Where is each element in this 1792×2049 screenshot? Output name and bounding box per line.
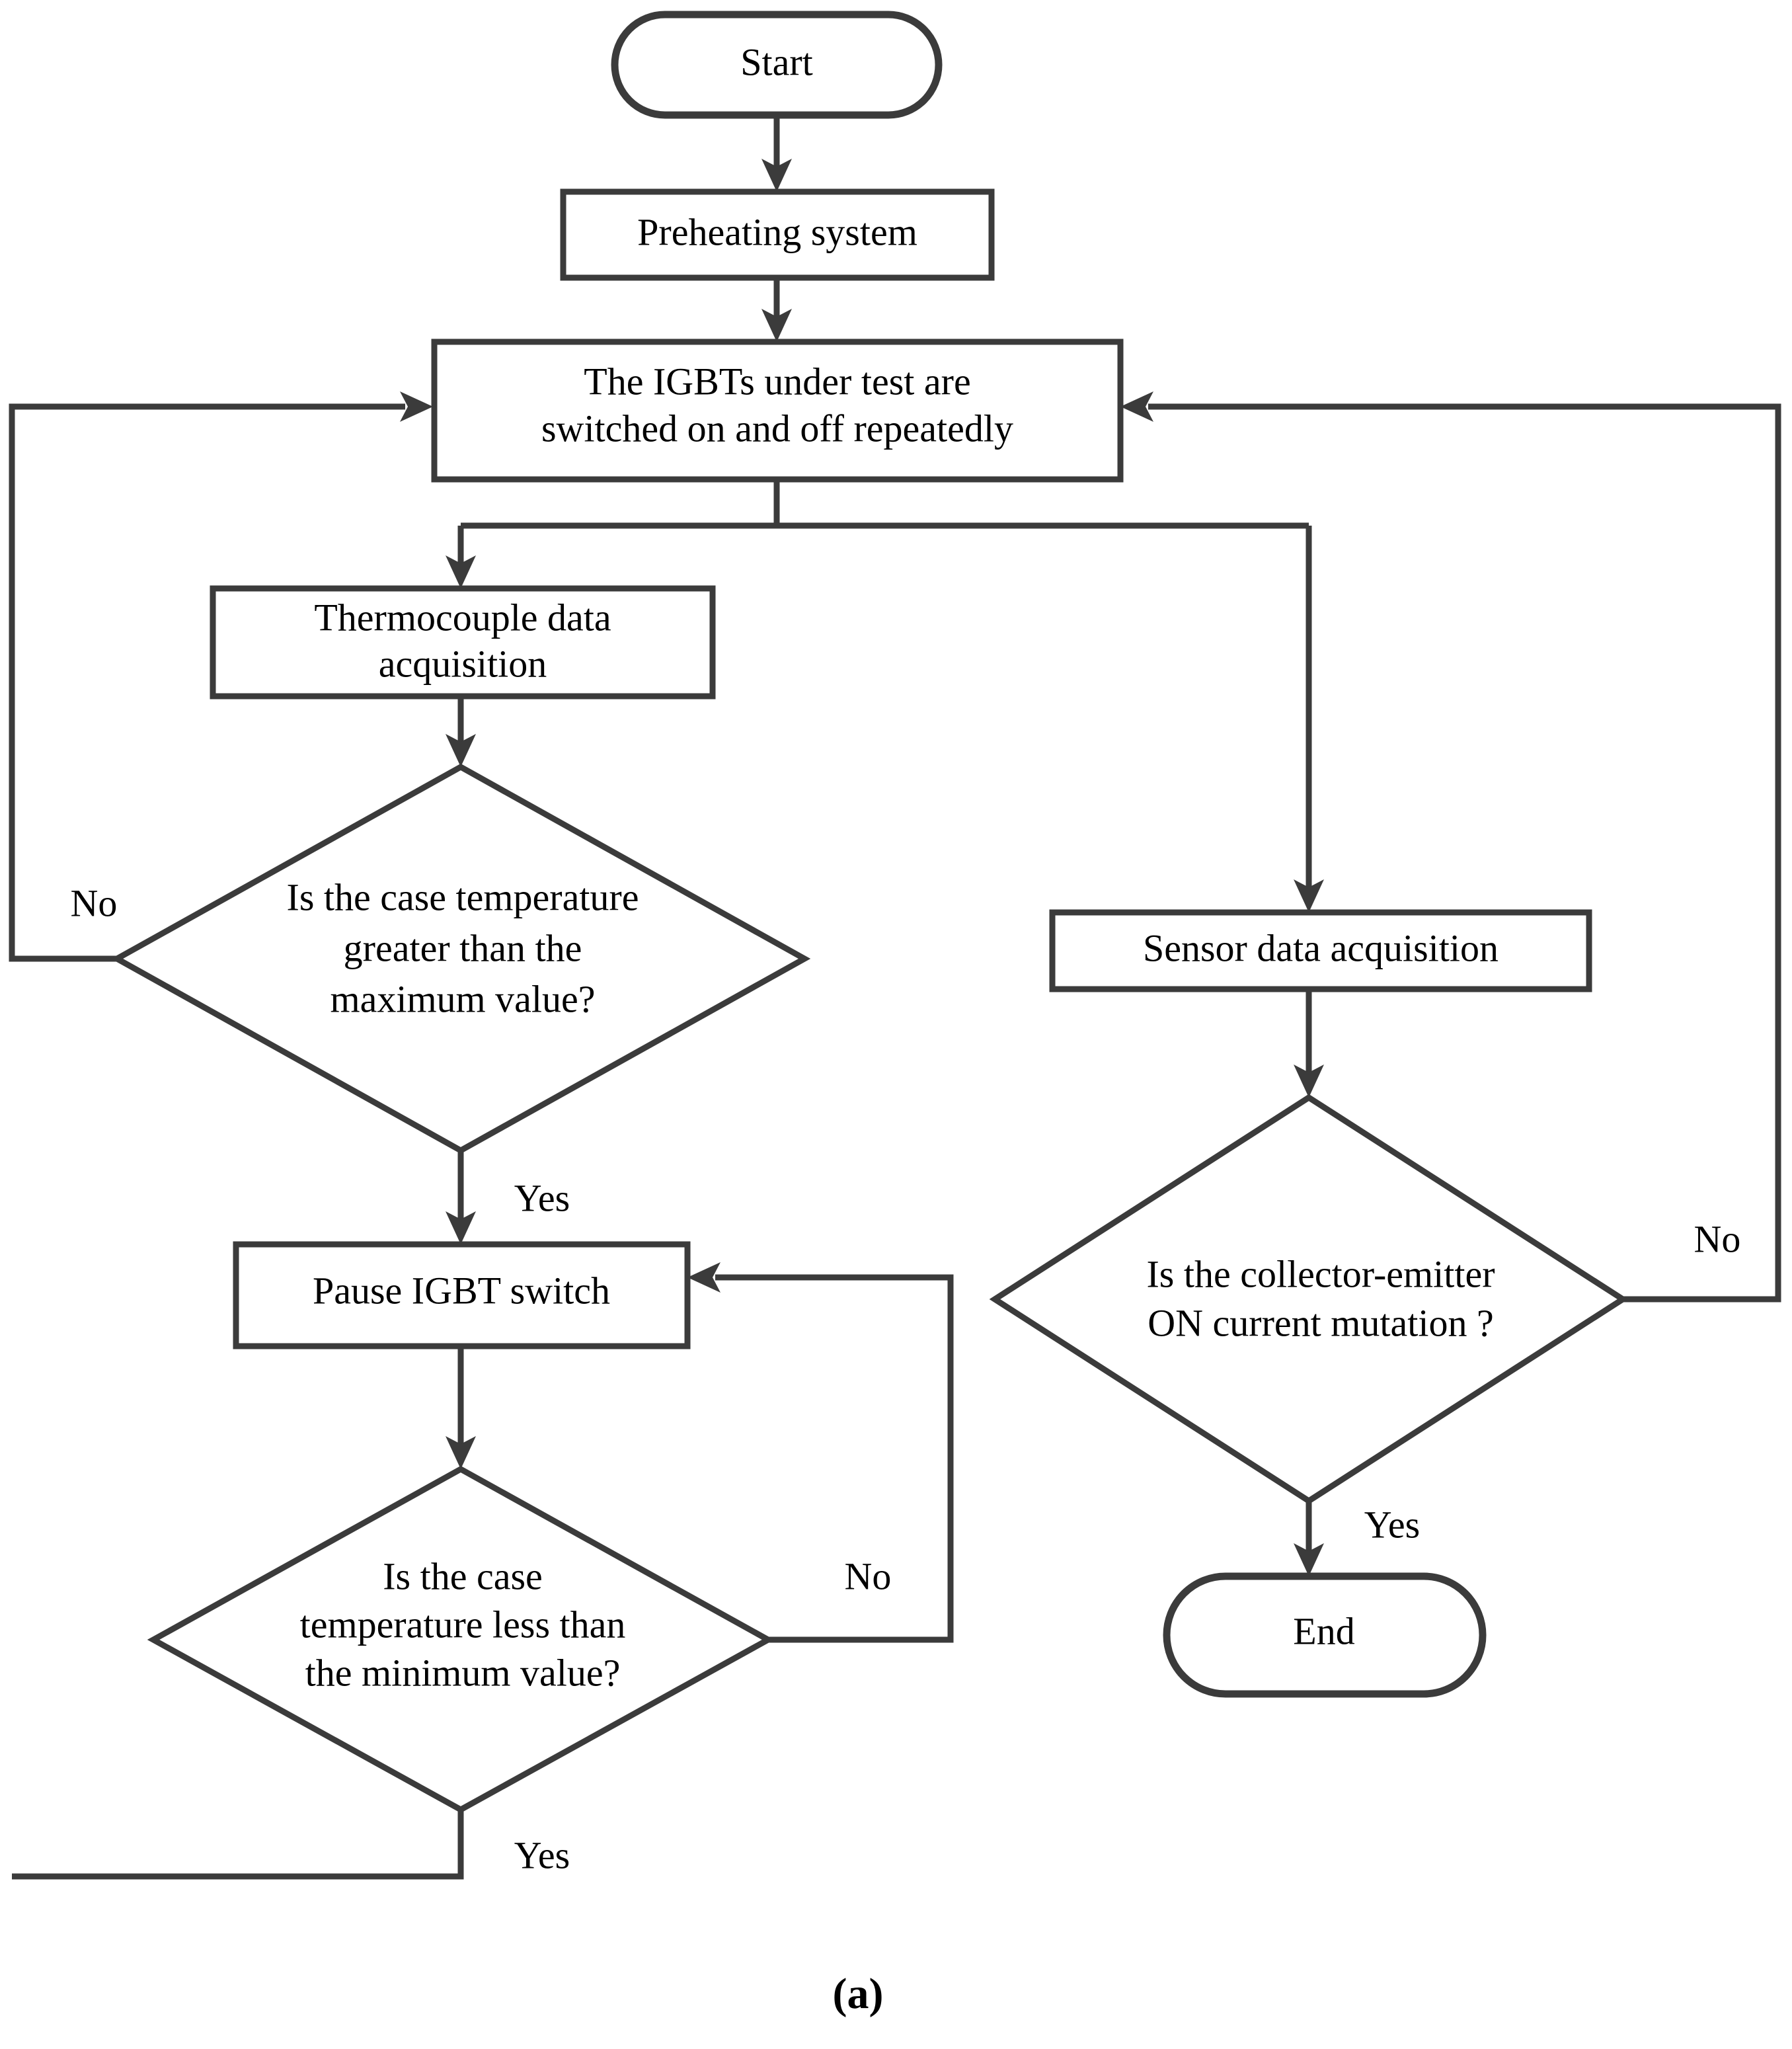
node-case-temp-max-shape — [110, 763, 811, 1154]
node-case-temp-min-label-line3: the minimum value? — [305, 1651, 621, 1694]
edge-preheating-to-igbt — [761, 278, 792, 342]
edge-case-temp-min-no-to-pause — [687, 1262, 954, 1643]
edge-igbt-split-bus — [461, 480, 1309, 529]
edge-start-to-preheating — [761, 116, 792, 192]
node-igbt-switching-label-line1: The IGBTs under test are — [584, 360, 970, 403]
edge-collector-emitter-no-to-igbt — [1120, 391, 1781, 1303]
node-sensor-label: Sensor data acquisition — [1143, 926, 1499, 969]
edge-label-case-temp-max-no: No — [71, 881, 118, 924]
node-collector-emitter-label-line1: Is the collector-emitter — [1146, 1252, 1495, 1295]
edge-sensor-to-collector-emitter — [1294, 989, 1324, 1098]
node-case-temp-max-label-line3: maximum value? — [330, 977, 595, 1020]
node-thermocouple-shape — [210, 585, 716, 700]
node-sensor-shape — [1049, 909, 1592, 992]
edge-split-to-sensor — [1294, 526, 1324, 912]
edge-label-collector-emitter-no: No — [1694, 1217, 1741, 1260]
node-end-label: End — [1293, 1609, 1354, 1652]
node-preheating-label: Preheating system — [637, 210, 917, 253]
edge-label-case-temp-min-yes: Yes — [514, 1833, 570, 1876]
edge-case-temp-max-yes-to-pause — [446, 1150, 476, 1244]
edge-label-collector-emitter-yes: Yes — [1364, 1503, 1420, 1546]
node-pause-igbt-shape — [233, 1241, 691, 1349]
node-case-temp-min-label-line1: Is the case — [383, 1554, 543, 1597]
edge-label-case-temp-max-yes: Yes — [514, 1176, 570, 1219]
edge-label-case-temp-min-no: No — [845, 1554, 892, 1597]
edge-collector-emitter-yes-to-end — [1294, 1501, 1324, 1576]
figure-caption: (a) — [833, 1970, 884, 2018]
node-start-label: Start — [740, 40, 813, 83]
edge-split-to-thermocouple — [446, 526, 476, 588]
node-case-temp-max-label-line2: greater than the — [344, 926, 582, 969]
node-pause-igbt-label: Pause IGBT switch — [313, 1269, 610, 1312]
node-end-shape — [1163, 1572, 1487, 1698]
node-preheating-shape — [560, 188, 995, 281]
node-thermocouple-label-line1: Thermocouple data — [314, 596, 611, 639]
node-collector-emitter-label-line2: ON current mutation ? — [1148, 1301, 1493, 1344]
node-thermocouple-label-line2: acquisition — [379, 642, 547, 685]
node-igbt-switching-shape — [431, 339, 1124, 483]
node-case-temp-min-label-line2: temperature less than — [300, 1603, 626, 1646]
node-igbt-switching-label-line2: switched on and off repeatedly — [541, 407, 1013, 450]
node-start-shape — [611, 11, 943, 119]
edge-pause-to-case-temp-min — [446, 1346, 476, 1469]
edge-case-temp-min-yes-to-igbt — [12, 1810, 464, 1880]
edge-thermocouple-to-case-temp-max — [446, 697, 476, 767]
edge-case-temp-max-no-to-igbt — [9, 391, 433, 962]
node-collector-emitter-shape — [989, 1094, 1629, 1505]
node-case-temp-min-shape — [147, 1465, 775, 1814]
node-case-temp-max-label-line1: Is the case temperature — [287, 875, 639, 918]
